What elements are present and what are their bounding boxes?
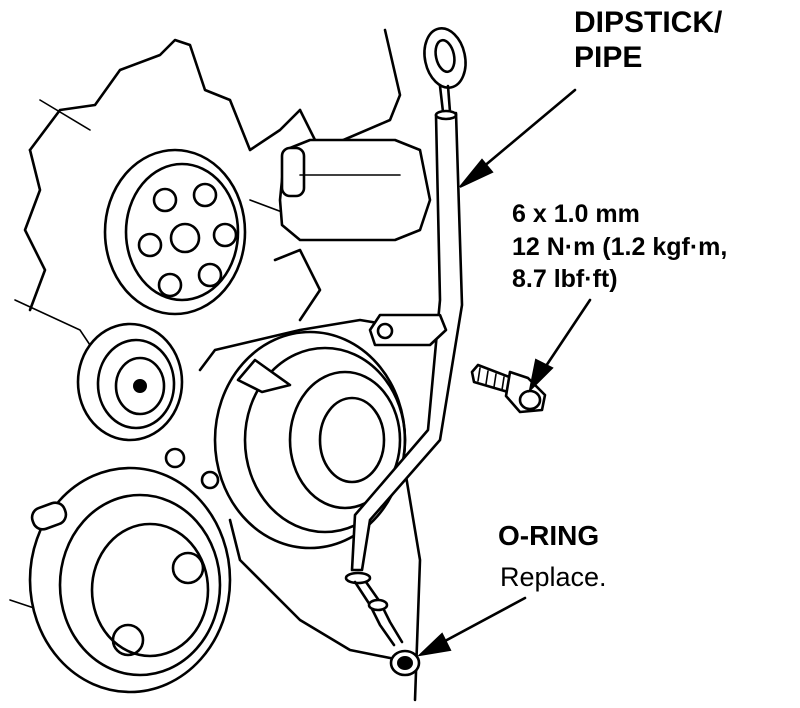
idler-pulley (76, 322, 184, 442)
upper-pulley (103, 148, 247, 316)
dipstick-pipe (344, 27, 467, 647)
dipstick-label-line-2: PIPE (574, 40, 643, 74)
bolt-size-text: 6 x 1.0 mm (512, 200, 640, 228)
lower-pulley (28, 447, 232, 694)
bolt (470, 363, 547, 414)
dipstick-label-line-1: DIPSTICK/ (574, 6, 723, 39)
pipe-bracket (368, 313, 448, 347)
crank-pulley (213, 330, 407, 550)
bolt-spec-label: 6 x 1.0 mm 12 N·m (1.2 kgf·m, 8.7 lbf·ft… (512, 198, 727, 296)
bolt-torque-text-1: 12 N·m (1.2 kgf·m, (512, 232, 728, 261)
o-ring (389, 649, 421, 677)
o-ring-label: O-RING (498, 520, 600, 551)
leader-arrows (416, 88, 592, 657)
dipstick-pipe-label: DIPSTICK/ PIPE (574, 6, 722, 75)
bolt-torque-text-2: 8.7 lbf·ft) (512, 265, 618, 293)
valve-cover (278, 138, 432, 242)
o-ring-note: Replace. (500, 562, 607, 592)
